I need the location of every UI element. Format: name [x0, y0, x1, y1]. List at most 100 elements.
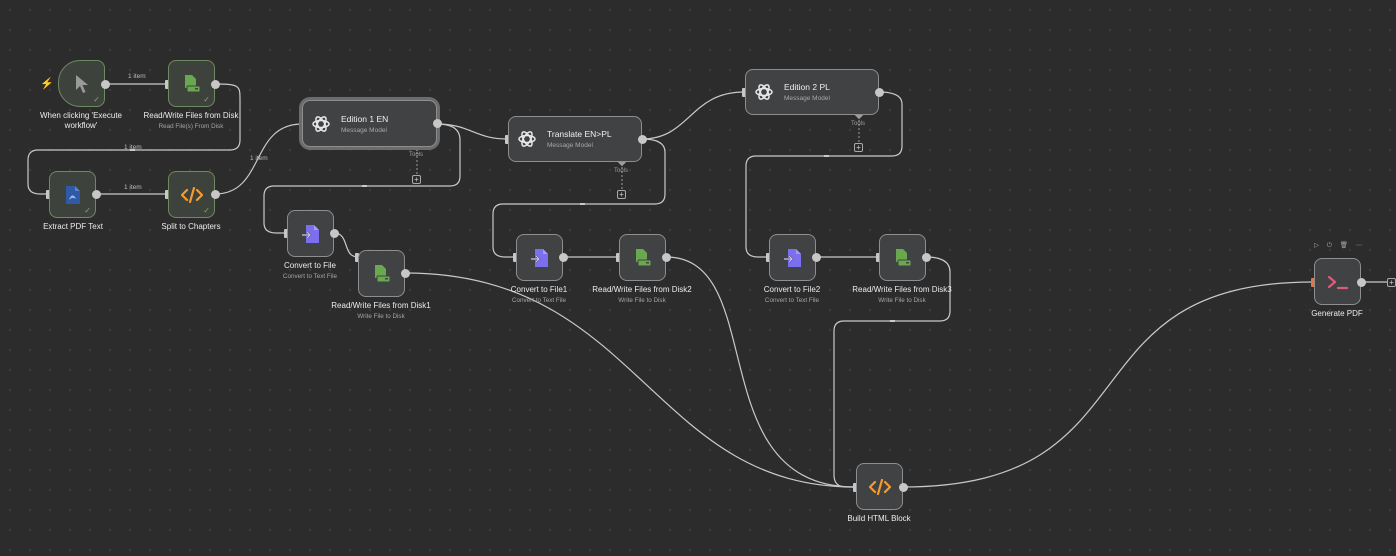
file-stack-icon: [184, 74, 200, 92]
wire-split-edition1: [214, 123, 303, 195]
node-convert[interactable]: [287, 210, 334, 257]
edition2-subtitle: Message Model: [784, 95, 830, 102]
node-convert1[interactable]: [516, 234, 563, 281]
edition1-subtitle: Message Model: [341, 126, 387, 134]
cursor-icon: [75, 74, 88, 93]
read-files-input-port[interactable]: [165, 80, 169, 89]
extract-pdf-input-port[interactable]: [46, 190, 50, 199]
node-edition2[interactable]: Edition 2 PL Message Model: [745, 69, 879, 115]
read-files-output-port[interactable]: [211, 80, 220, 89]
write2-output-port[interactable]: [662, 253, 671, 262]
translate-subtitle: Message Model: [547, 142, 593, 149]
node-translate[interactable]: Translate EN>PL Message Model: [508, 116, 642, 162]
success-check-icon: ✓: [203, 206, 210, 215]
file-stack-icon: [895, 248, 911, 266]
wire-read-extract: [27, 83, 241, 195]
node-write2[interactable]: [619, 234, 666, 281]
write1-output-port[interactable]: [401, 269, 410, 278]
split-output-port[interactable]: [211, 190, 220, 199]
file-stack-icon: [374, 264, 390, 282]
node-label-generate-pdf: Generate PDF: [1311, 309, 1363, 318]
translate-title: Translate EN>PL: [547, 129, 612, 139]
trigger-bolt-icon: ⚡: [40, 78, 54, 90]
edge-label-trigger-read: 1 item: [128, 73, 146, 80]
translate-output-port[interactable]: [638, 135, 647, 144]
edition1-output-port[interactable]: [433, 119, 442, 128]
node-manual-trigger[interactable]: ✓: [58, 60, 105, 107]
convert1-input-port[interactable]: [513, 253, 517, 262]
edition1-add-tool-button[interactable]: +: [412, 175, 421, 184]
edition1-title: Edition 1 EN: [341, 113, 389, 124]
edge-label-read-extract: 1 item: [124, 144, 142, 151]
node-label-split-chapters: Split to Chapters: [161, 222, 221, 231]
wire-write1-build: [404, 272, 856, 488]
wire-edition1-convert: [263, 123, 461, 234]
add-next-node-button[interactable]: +: [1387, 278, 1396, 287]
node-read-files[interactable]: ✓: [168, 60, 215, 107]
write2-input-port[interactable]: [616, 253, 620, 262]
node-build-html[interactable]: [856, 463, 903, 510]
wire-edition2-convert2: [745, 91, 903, 258]
convert2-input-port[interactable]: [766, 253, 770, 262]
wire-edition1-translate: [436, 123, 508, 140]
code-icon: [180, 186, 203, 203]
node-extract-pdf[interactable]: ✓: [49, 171, 96, 218]
wire-write3-build: [833, 256, 951, 488]
split-input-port[interactable]: [165, 190, 169, 199]
node-generate-pdf[interactable]: [1314, 258, 1361, 305]
convert1-output-port[interactable]: [559, 253, 568, 262]
write1-input-port[interactable]: [355, 253, 359, 262]
node-split-chapters[interactable]: ✓: [168, 171, 215, 218]
openai-icon: [312, 115, 330, 132]
node-label-build-html: Build HTML Block: [847, 514, 911, 523]
code-icon: [868, 478, 891, 495]
edition2-add-tool-button[interactable]: +: [854, 143, 863, 152]
convert2-output-port[interactable]: [812, 253, 821, 262]
convert-file-icon: [301, 224, 319, 243]
edition2-tools-label: Tools: [851, 121, 866, 127]
openai-icon: [518, 131, 536, 147]
node-hover-toolbar[interactable]: ▷ ⏻ 🗑 ⋯: [1314, 242, 1366, 249]
translate-tools-label: Tools: [614, 168, 629, 174]
edition2-output-port[interactable]: [875, 88, 884, 97]
node-label-trigger: When clicking 'Execute workflow': [39, 111, 122, 130]
pdf-icon: [65, 185, 80, 204]
node-write3[interactable]: [879, 234, 926, 281]
build-html-output-port[interactable]: [899, 483, 908, 492]
generate-pdf-output-port[interactable]: [1357, 278, 1366, 287]
translate-add-tool-button[interactable]: +: [617, 190, 626, 199]
edge-label-split-edition: 1 item: [250, 155, 268, 162]
edge-label-extract-split: 1 item: [124, 184, 142, 191]
write3-input-port[interactable]: [876, 253, 880, 262]
trigger-output-port[interactable]: [101, 80, 110, 89]
wire-write2-build: [665, 256, 856, 488]
convert-file-icon: [783, 248, 801, 267]
edition2-input-port[interactable]: [742, 88, 746, 97]
node-edition1[interactable]: Edition 1 EN Message Model: [302, 100, 437, 147]
convert-output-port[interactable]: [330, 229, 339, 238]
node-write1[interactable]: [358, 250, 405, 297]
wire-build-generate: [902, 281, 1314, 488]
write3-output-port[interactable]: [922, 253, 931, 262]
generate-pdf-input-port[interactable]: [1311, 278, 1315, 287]
convert-input-port[interactable]: [284, 229, 288, 238]
file-stack-icon: [635, 248, 651, 266]
edition1-input-port[interactable]: [299, 120, 303, 129]
extract-pdf-output-port[interactable]: [92, 190, 101, 199]
translate-input-port[interactable]: [505, 135, 509, 144]
node-label-extract-pdf: Extract PDF Text: [43, 222, 103, 231]
success-check-icon: ✓: [84, 206, 91, 215]
wire-translate-convert1: [492, 138, 666, 258]
openai-icon: [755, 84, 773, 100]
edition1-tools-label: Tools: [409, 152, 424, 158]
success-check-icon: ✓: [93, 95, 100, 104]
node-convert2[interactable]: [769, 234, 816, 281]
build-html-input-port[interactable]: [853, 483, 857, 492]
